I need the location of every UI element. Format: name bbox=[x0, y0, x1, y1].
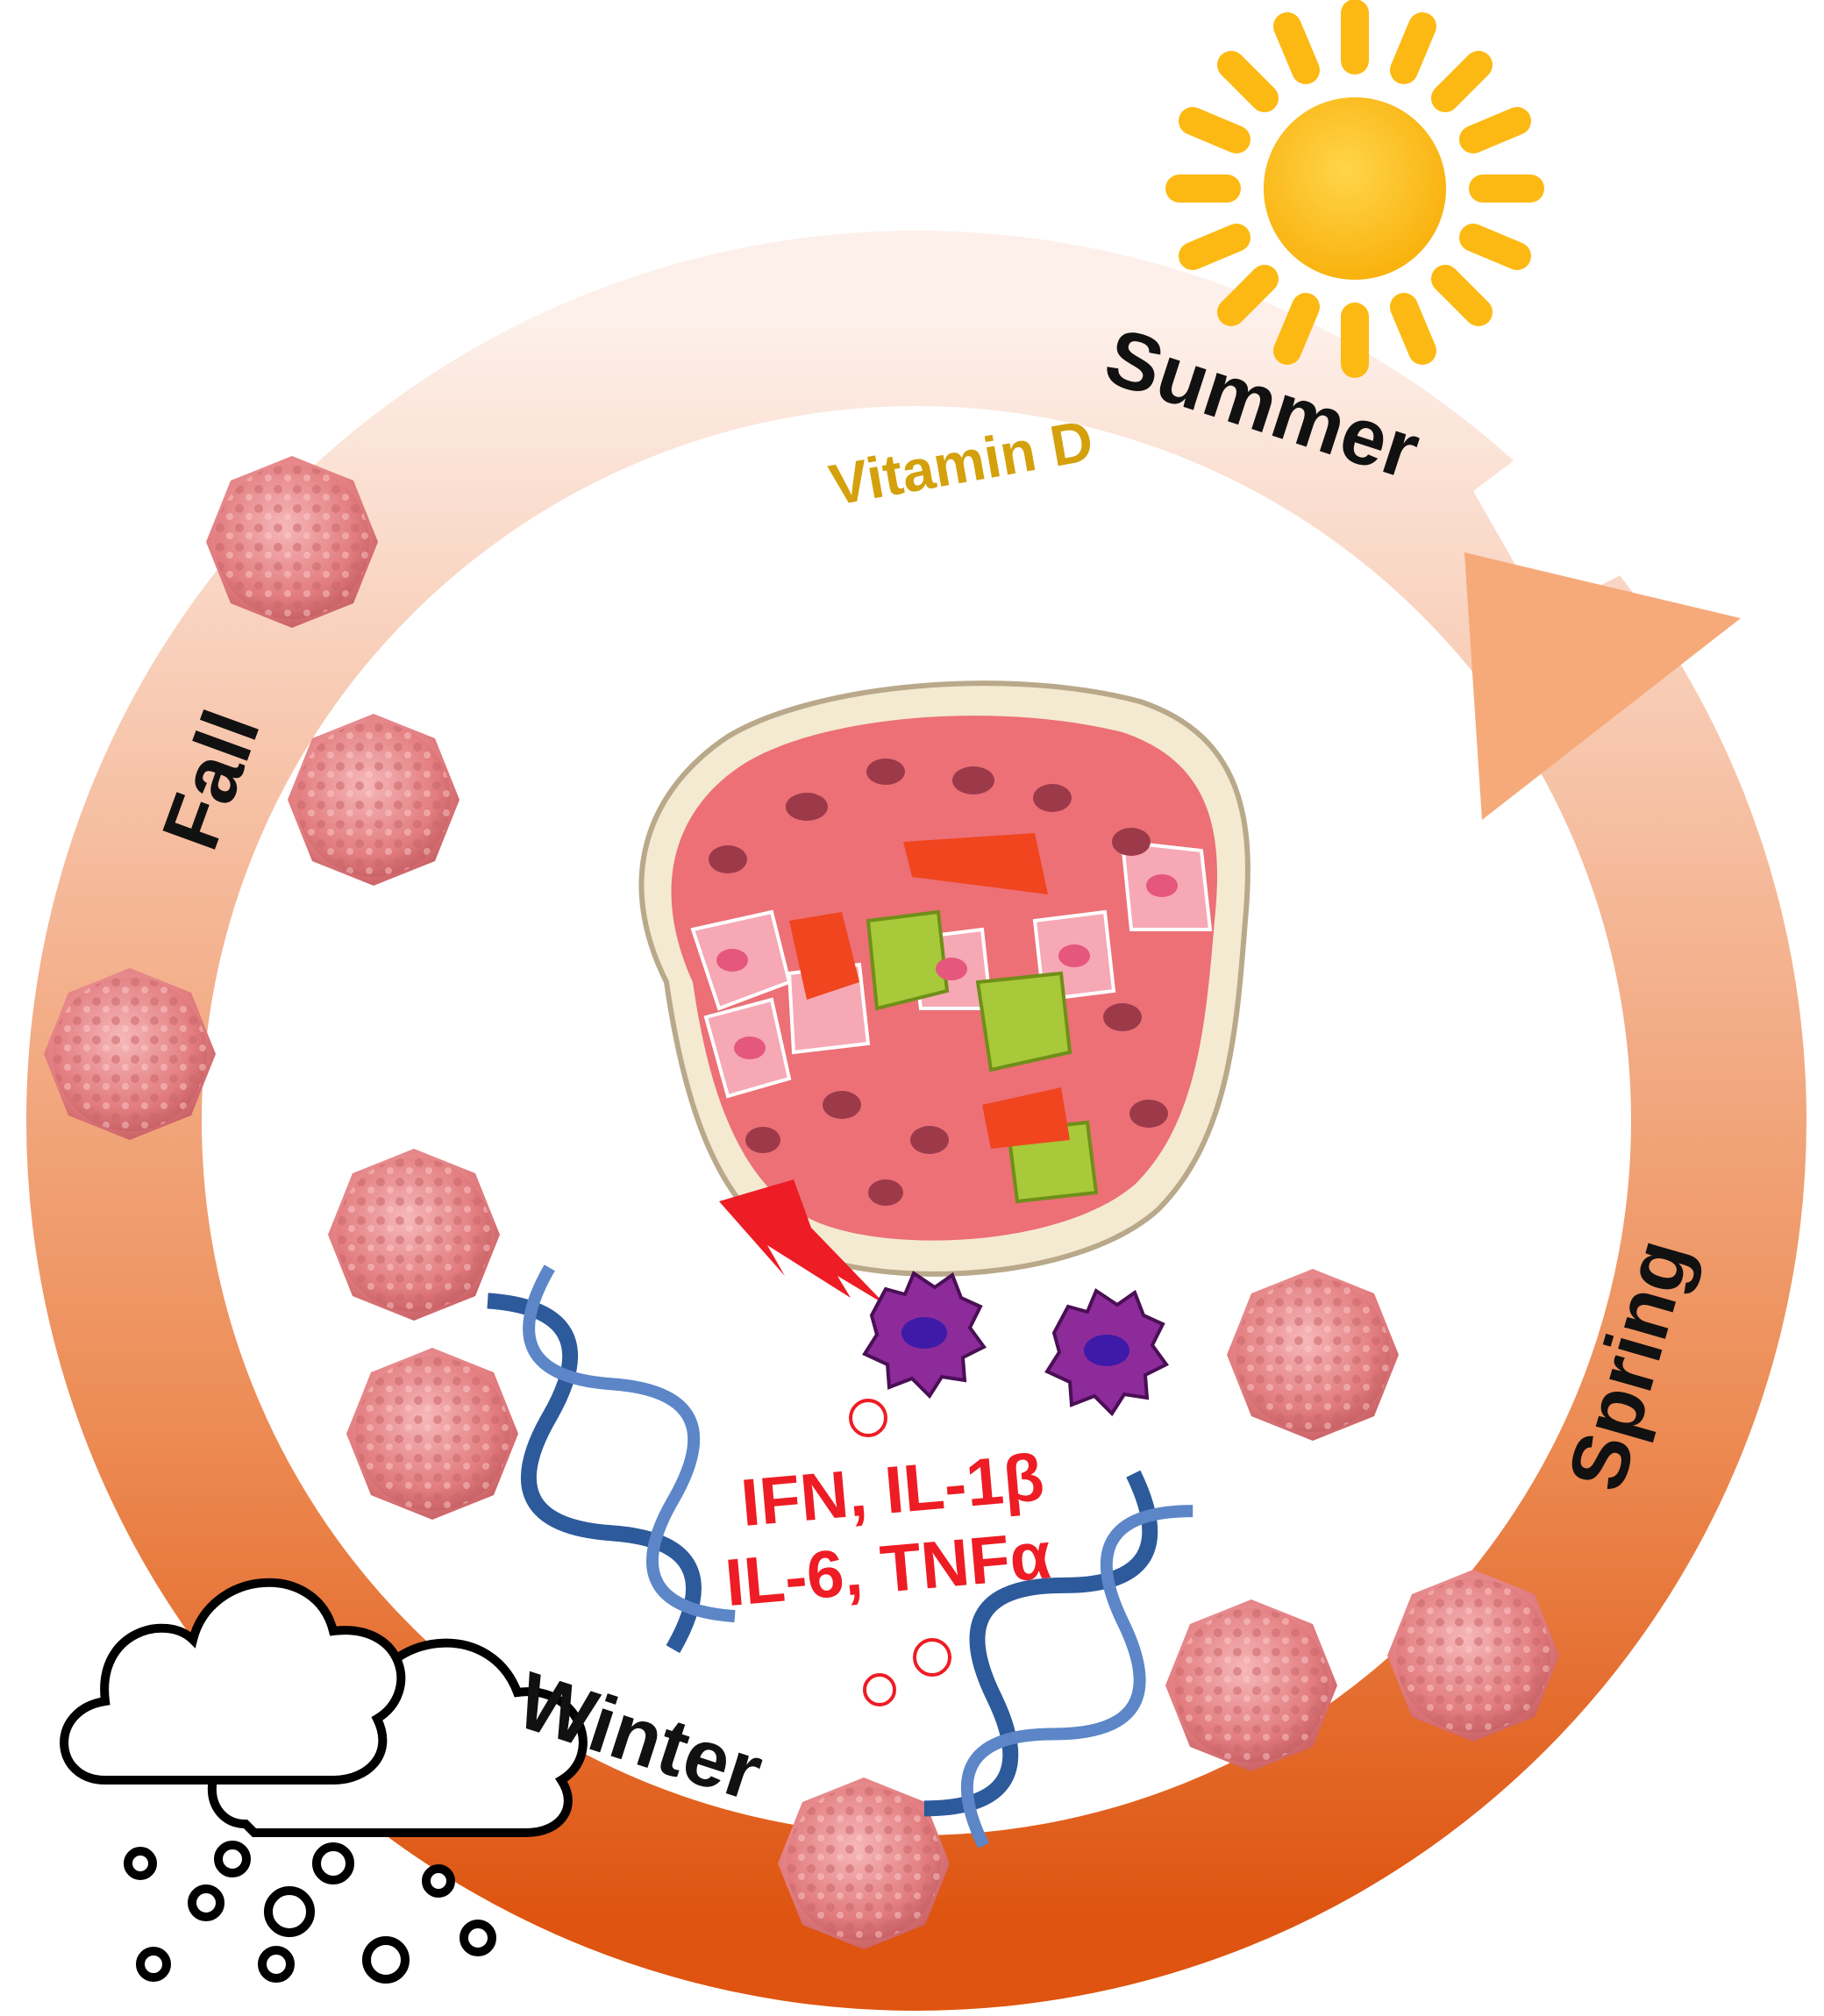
cycle-arrow-head bbox=[1464, 552, 1741, 820]
virus-icon bbox=[44, 968, 216, 1140]
virus-icon bbox=[288, 714, 460, 886]
virus-icon bbox=[328, 1149, 500, 1321]
lung-tissue-icon bbox=[638, 680, 1250, 1277]
cytokine-bubbles bbox=[849, 1399, 951, 1706]
virus-icon bbox=[1227, 1269, 1399, 1441]
sun-icon bbox=[1165, 0, 1544, 378]
virus-icon bbox=[1387, 1570, 1559, 1742]
immune-cell-icon bbox=[1045, 1289, 1168, 1415]
vitamin-d-label: Vitamin D bbox=[824, 408, 1097, 518]
virus-icon bbox=[346, 1348, 518, 1520]
snow-cloud-icon bbox=[60, 1578, 588, 1984]
virus-icon bbox=[206, 456, 378, 628]
virus-icon bbox=[778, 1777, 950, 1949]
lightning-icon bbox=[719, 1179, 886, 1305]
immune-cell-icon bbox=[863, 1272, 986, 1398]
virus-icon bbox=[1165, 1599, 1337, 1771]
